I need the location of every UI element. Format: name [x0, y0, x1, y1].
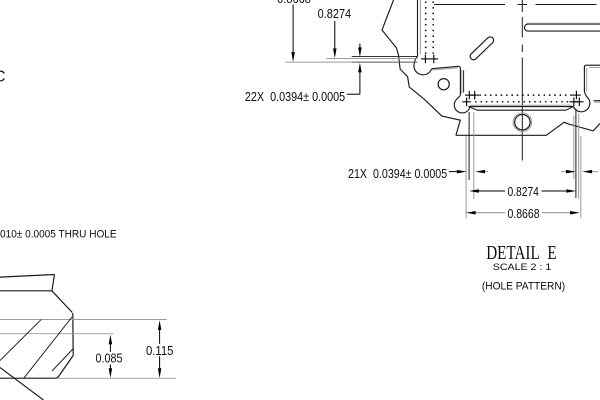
- svg-text:21X 0.0394± 0.0005: 21X 0.0394± 0.0005: [348, 166, 447, 181]
- svg-text:0.8668: 0.8668: [277, 0, 311, 6]
- svg-text:0.8668: 0.8668: [507, 206, 539, 221]
- svg-text:22X 0.0394± 0.0005: 22X 0.0394± 0.0005: [245, 89, 345, 104]
- svg-text:(HOLE PATTERN): (HOLE PATTERN): [482, 280, 565, 292]
- svg-text:0.8274: 0.8274: [318, 6, 352, 21]
- svg-text:0.115: 0.115: [146, 343, 174, 358]
- svg-text:SCALE 2 : 1: SCALE 2 : 1: [493, 261, 552, 272]
- svg-text:010± 0.0005 THRU HOLE: 010± 0.0005 THRU HOLE: [0, 229, 117, 241]
- svg-text:DETAIL E: DETAIL E: [486, 242, 556, 264]
- svg-text:0.8274: 0.8274: [508, 184, 539, 199]
- svg-text:0.085: 0.085: [96, 350, 123, 365]
- svg-text:C: C: [0, 69, 6, 86]
